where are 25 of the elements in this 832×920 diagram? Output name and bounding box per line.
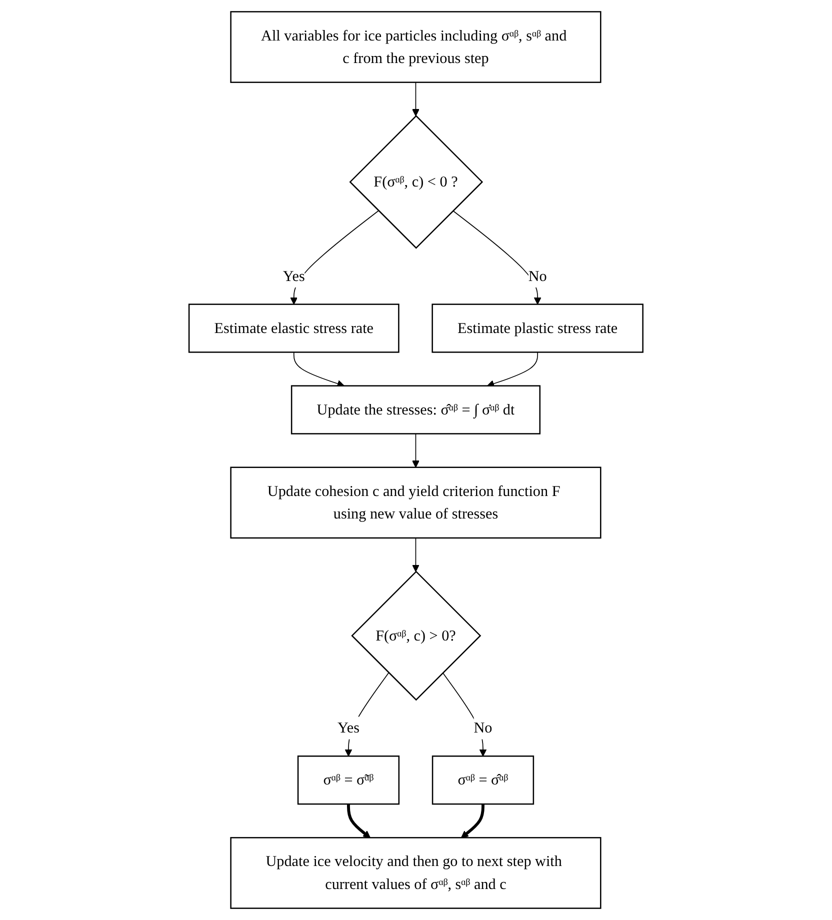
node-diamond: F(σᵅᵝ, c) > 0?	[351, 570, 482, 701]
arrow	[290, 210, 379, 305]
arrow	[412, 433, 420, 468]
arrow	[442, 672, 487, 756]
node-box: σᵅᵝ = σ̃ᵅᵝ	[297, 756, 400, 805]
node-box: Update cohesion c and yield criterion function F using new value of stresses	[230, 466, 602, 539]
arrow	[487, 352, 538, 388]
node-diamond: F(σᵅᵝ, c) < 0 ?	[349, 115, 484, 249]
edge-label: Yes	[282, 267, 305, 284]
arrow	[347, 804, 371, 838]
arrow	[412, 82, 420, 116]
node-box: Update ice velocity and then go to next step with current values of σᵅᵝ, sᵅᵝ and c	[230, 837, 602, 909]
arrow	[294, 352, 344, 388]
node-box: Estimate plastic stress rate	[432, 304, 644, 353]
edge-label: Yes	[338, 719, 360, 736]
node-box: Estimate elastic stress rate	[188, 304, 400, 353]
arrow	[412, 538, 420, 572]
edge-label: No	[474, 719, 492, 736]
arrow	[344, 672, 390, 756]
edge-label: No	[528, 267, 547, 284]
node-box: Update the stresses: σ̂ᵅᵝ = ∫ σ̇ᵅᵝ dt	[291, 385, 541, 434]
arrow	[461, 804, 484, 838]
node-box: σᵅᵝ = σ̂ᵅᵝ	[432, 756, 534, 805]
arrow	[452, 210, 542, 305]
node-box: All variables for ice particles including σᵅᵝ, sᵅᵝ and c from the previous step	[230, 11, 602, 83]
